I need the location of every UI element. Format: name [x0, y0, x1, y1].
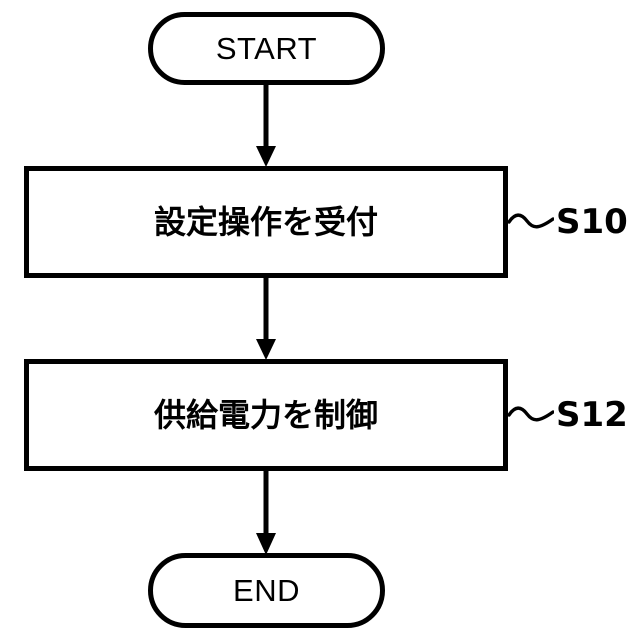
- node-s12-label: 供給電力を制御: [153, 396, 378, 434]
- step-callout-s12: S12: [508, 393, 628, 437]
- node-end: END: [148, 553, 385, 628]
- tilde-leader-icon: [508, 406, 554, 422]
- connector-s10-to-s12: [250, 277, 282, 361]
- node-start: START: [148, 12, 385, 85]
- tilde-leader-icon: [508, 213, 554, 229]
- connector-start-to-s10: [250, 84, 282, 168]
- node-start-label: START: [215, 31, 318, 66]
- step-callout-s12-text: S12: [556, 395, 628, 435]
- node-end-label: END: [233, 573, 300, 608]
- connector-s12-to-end: [250, 470, 282, 556]
- step-callout-s10-text: S10: [556, 202, 628, 242]
- step-callout-s10: S10: [508, 200, 628, 244]
- node-s10-label: 設定操作を受付: [153, 203, 378, 241]
- node-s10: 設定操作を受付: [24, 166, 508, 278]
- node-s12: 供給電力を制御: [24, 359, 508, 471]
